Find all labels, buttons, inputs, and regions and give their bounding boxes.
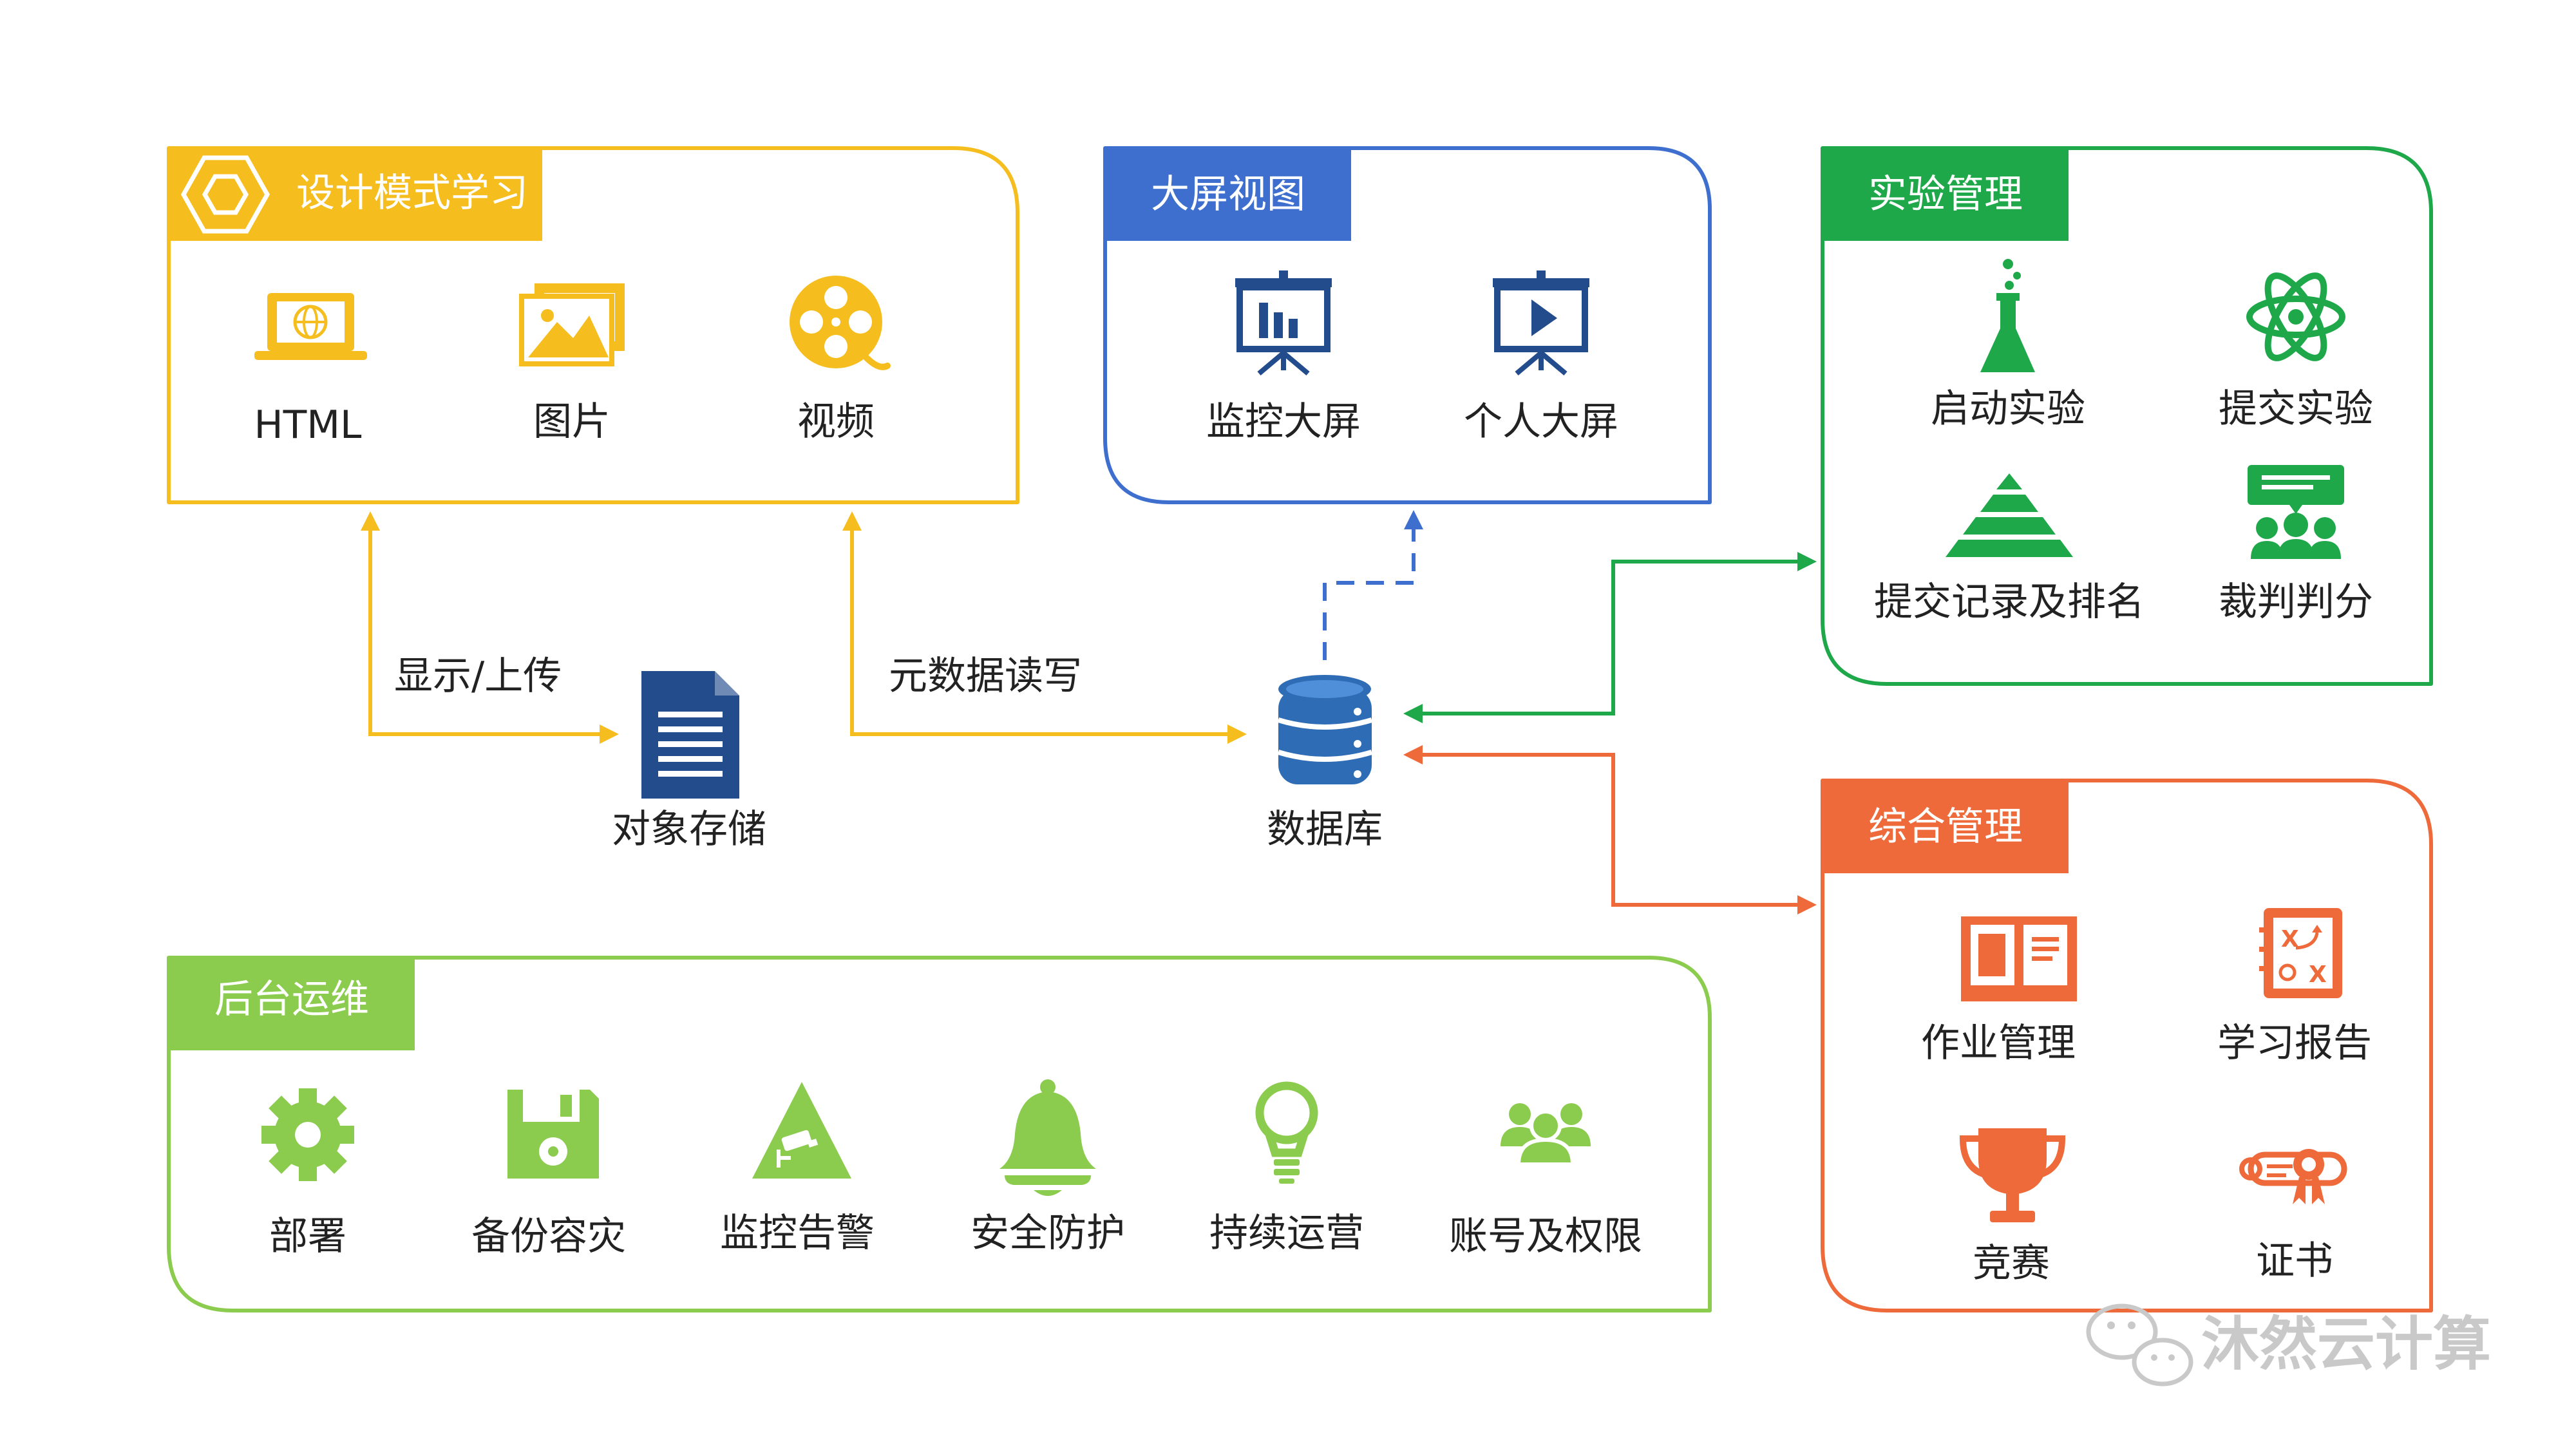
item-label: 个人大屏	[1464, 399, 1618, 444]
panel-big-screen: 大屏视图 监控大屏 个人大屏	[1103, 146, 1712, 504]
panel-border	[167, 956, 1712, 1312]
watermark-text: 沐然云计算	[2201, 1311, 2491, 1378]
item-label: 学习报告	[2217, 1021, 2372, 1066]
document-icon	[641, 671, 739, 799]
light-bulb-icon	[1255, 1081, 1318, 1184]
presentation-play-icon	[1493, 270, 1589, 376]
watermark: 沐然云计算	[2086, 1303, 2491, 1387]
panel-title-bar	[1823, 148, 2069, 241]
presentation-chart-icon	[1235, 270, 1332, 376]
bell-icon	[999, 1079, 1096, 1196]
object-storage-node: 对象存储	[612, 671, 766, 852]
database-node: 数据库	[1267, 675, 1383, 852]
panel-border	[167, 146, 1019, 504]
arrow-db-experiment	[1403, 552, 1817, 723]
item-label: 账号及权限	[1449, 1214, 1642, 1259]
arrow-meta-rw	[842, 511, 1247, 744]
item-label: 部署	[269, 1214, 346, 1259]
node-label: 对象存储	[612, 807, 766, 852]
panel-title: 综合管理	[1868, 804, 2023, 849]
item-label: 竞赛	[1973, 1241, 2050, 1286]
flask-icon	[1980, 259, 2035, 372]
panel-experiment: 实验管理 启动实验 提交实验 提交记录及排名	[1821, 146, 2433, 686]
item-label: 持续运营	[1209, 1211, 1364, 1256]
item-label: 视频	[797, 399, 875, 444]
panel-border	[1103, 146, 1712, 504]
arrow-db-comprehensive	[1403, 745, 1817, 914]
user-group-icon	[1501, 1103, 1591, 1166]
arrow-display-upload	[361, 511, 619, 744]
item-label: 证书	[2256, 1238, 2333, 1283]
image-icon	[519, 283, 625, 366]
atom-icon	[2246, 272, 2345, 361]
item-label: 监控告警	[720, 1211, 875, 1256]
panel-title-bar	[1105, 148, 1351, 241]
database-icon	[1277, 675, 1373, 784]
laptop-globe-icon	[254, 293, 367, 360]
connectors	[361, 510, 1817, 914]
item-label: 图片	[533, 399, 611, 444]
camera-warning-icon	[752, 1082, 851, 1179]
item-label: HTML	[254, 402, 363, 448]
item-label: 作业管理	[1921, 1021, 2076, 1066]
trophy-icon	[1959, 1128, 2066, 1222]
svg-text:X: X	[2309, 961, 2327, 988]
panel-title-bar	[169, 958, 415, 1050]
panel-title-bar	[1823, 781, 2069, 873]
item-label: 裁判判分	[2219, 580, 2373, 625]
hexagon-logo-icon	[180, 155, 270, 234]
arrow-db-bigscreen	[1323, 510, 1423, 660]
panel-title: 大屏视图	[1151, 172, 1305, 217]
film-reel-icon	[790, 276, 891, 370]
floppy-disk-icon	[507, 1090, 599, 1179]
item-label: 启动实验	[1931, 386, 2085, 431]
panel-title-bar	[169, 148, 542, 241]
item-label: 提交实验	[2219, 386, 2373, 431]
node-label: 数据库	[1267, 807, 1383, 852]
panel-comprehensive: 综合管理 作业管理 X X 学习报告	[1821, 779, 2433, 1312]
gear-icon	[261, 1088, 354, 1181]
pyramid-icon	[1946, 473, 2073, 557]
judge-board-icon	[2248, 465, 2344, 559]
panel-title: 实验管理	[1868, 172, 2023, 217]
edge-label-display-upload: 显示/上传	[394, 654, 562, 699]
tactics-report-icon: X X	[2259, 908, 2342, 998]
edge-label-meta-rw: 元数据读写	[889, 654, 1082, 699]
item-label: 监控大屏	[1206, 399, 1361, 444]
item-label: 安全防护	[971, 1211, 1125, 1256]
panel-design-patterns: 设计模式学习 HTML 图片	[167, 146, 1019, 504]
panel-border	[1821, 779, 2433, 1312]
certificate-icon	[2239, 1149, 2347, 1204]
panel-ops: 后台运维 部署 备份容灾	[167, 956, 1712, 1312]
item-label: 备份容灾	[471, 1214, 626, 1259]
panel-title: 设计模式学习	[296, 171, 528, 216]
item-label: 提交记录及排名	[1874, 580, 2145, 625]
panel-title: 后台运维	[214, 977, 369, 1022]
wechat-icon	[2086, 1303, 2193, 1387]
open-book-icon	[1961, 916, 2077, 1001]
panel-border	[1821, 146, 2433, 686]
